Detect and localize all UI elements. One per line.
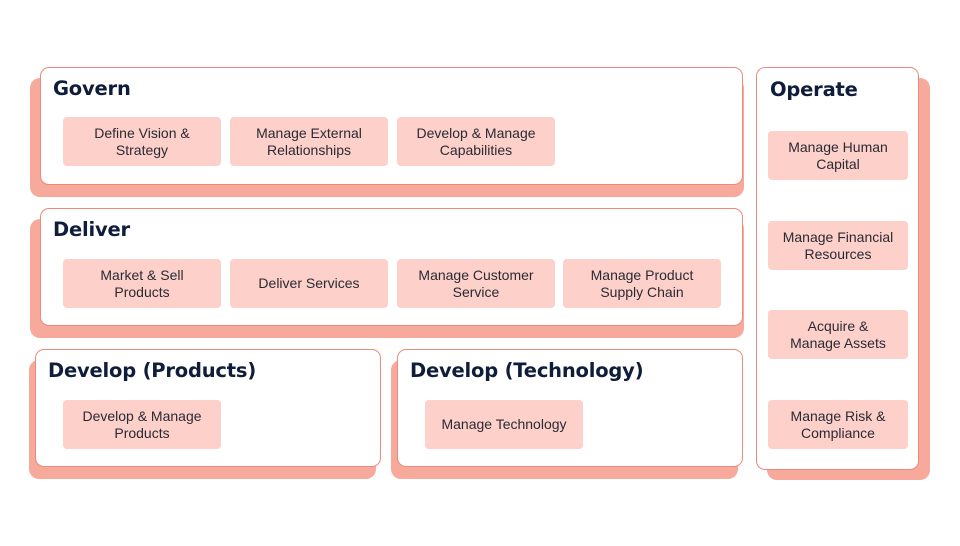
govern-panel: Govern Define Vision & Strategy Manage E… — [40, 67, 743, 185]
capability-manage-product-supply-chain[interactable]: Manage Product Supply Chain — [563, 259, 721, 308]
capability-manage-human-capital[interactable]: Manage Human Capital — [768, 131, 908, 180]
capability-manage-technology[interactable]: Manage Technology — [425, 400, 583, 449]
capability-manage-external-relationships[interactable]: Manage External Relationships — [230, 117, 388, 166]
deliver-title: Deliver — [53, 218, 130, 241]
capability-acquire-manage-assets[interactable]: Acquire & Manage Assets — [768, 310, 908, 359]
operate-panel: Operate Manage Human Capital Manage Fina… — [756, 67, 919, 470]
capability-manage-risk-compliance[interactable]: Manage Risk & Compliance — [768, 400, 908, 449]
deliver-panel: Deliver Market & Sell Products Deliver S… — [40, 208, 743, 326]
capability-manage-financial-resources[interactable]: Manage Financial Resources — [768, 221, 908, 270]
operate-title: Operate — [770, 78, 858, 101]
capability-manage-customer-service[interactable]: Manage Customer Service — [397, 259, 555, 308]
govern-title: Govern — [53, 77, 131, 100]
capability-develop-manage-products[interactable]: Develop & Manage Products — [63, 400, 221, 449]
capability-market-sell-products[interactable]: Market & Sell Products — [63, 259, 221, 308]
develop-technology-panel: Develop (Technology) Manage Technology — [397, 349, 743, 467]
develop-products-title: Develop (Products) — [48, 359, 257, 382]
capability-develop-manage-capabilities[interactable]: Develop & Manage Capabilities — [397, 117, 555, 166]
capability-define-vision-strategy[interactable]: Define Vision & Strategy — [63, 117, 221, 166]
develop-technology-title: Develop (Technology) — [410, 359, 644, 382]
capability-deliver-services[interactable]: Deliver Services — [230, 259, 388, 308]
develop-products-panel: Develop (Products) Develop & Manage Prod… — [35, 349, 381, 467]
